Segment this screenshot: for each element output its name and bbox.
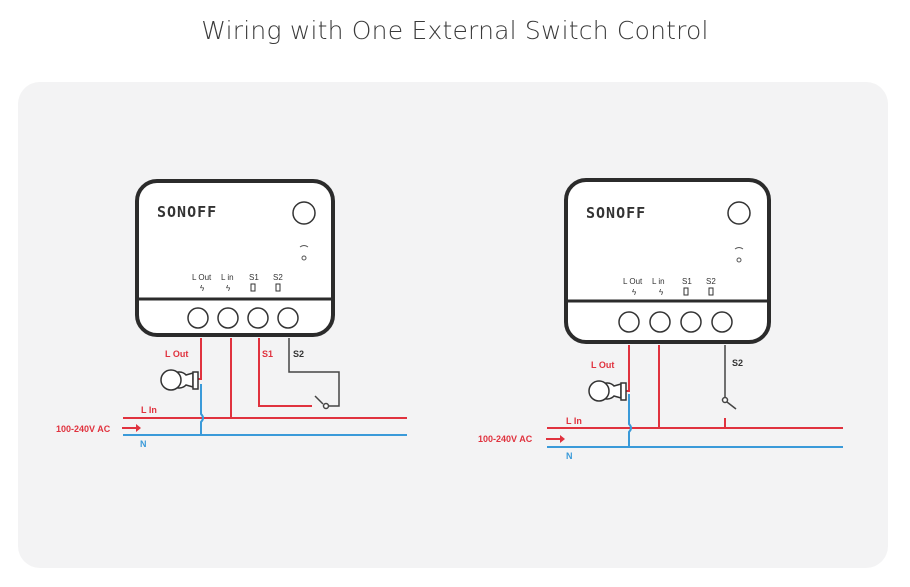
pairing-button [727,201,751,225]
arrow-right-icon [546,435,565,443]
label-l-out: L Out [165,349,188,359]
arrow-right-icon [122,424,141,432]
lamp-neutral-wire [200,384,204,435]
pairing-button [292,201,316,225]
terminal-screw [217,307,239,329]
lightning-icon: ϟ [226,284,231,293]
lamp-neutral-wire [628,394,632,447]
terminal-label-s1: S1 [682,277,692,286]
switch-icon [683,287,689,296]
external-switch-icon [721,396,737,410]
label-l-in: L In [141,405,157,415]
switch-icon [275,283,281,292]
label-neutral: N [566,451,573,461]
label-s1: S1 [262,349,273,359]
terminal-label-lin: L in [652,277,665,286]
left-diagram: SONOFF L Out L in S1 S2 ϟ ϟ [56,179,407,449]
lightning-icon: ϟ [659,288,664,297]
sonoff-device-right: SONOFF L Out L in S1 S2 ϟ ϟ [564,178,771,344]
label-neutral: N [140,439,147,449]
terminal-label-s2: S2 [706,277,716,286]
terminal-screw [247,307,269,329]
terminal-label-s1: S1 [249,273,259,282]
label-l-in: L In [566,416,582,426]
label-l-out: L Out [591,360,614,370]
switch-icon [250,283,256,292]
light-bulb-icon [160,369,199,391]
label-s2: S2 [732,358,743,368]
terminal-screw [680,311,702,333]
brand-logo: SONOFF [586,204,646,222]
terminal-label-lin: L in [221,273,234,282]
brand-logo: SONOFF [157,203,217,221]
switch-icon [708,287,714,296]
terminal-screw [187,307,209,329]
terminal-label-s2: S2 [273,273,283,282]
label-s2: S2 [293,349,304,359]
terminal-screw [277,307,299,329]
light-bulb-icon [588,380,627,402]
label-voltage: 100-240V AC [56,424,111,434]
s1-wire [258,338,312,407]
terminal-screw [711,311,733,333]
lightning-icon: ϟ [632,288,637,297]
label-voltage: 100-240V AC [478,434,533,444]
wifi-led-icon [299,245,309,261]
lightning-icon: ϟ [200,284,205,293]
right-diagram: SONOFF L Out L in S1 S2 ϟ ϟ [478,178,843,461]
terminal-label-lout: L Out [192,273,212,282]
terminal-screw [618,311,640,333]
s2-wire [288,338,340,407]
sonoff-device-left: SONOFF L Out L in S1 S2 ϟ ϟ [135,179,335,337]
page-title: Wiring with One External Switch Control [201,16,709,45]
external-switch-icon [314,395,330,410]
terminal-screw [649,311,671,333]
terminal-label-lout: L Out [623,277,643,286]
wifi-led-icon [734,247,744,263]
